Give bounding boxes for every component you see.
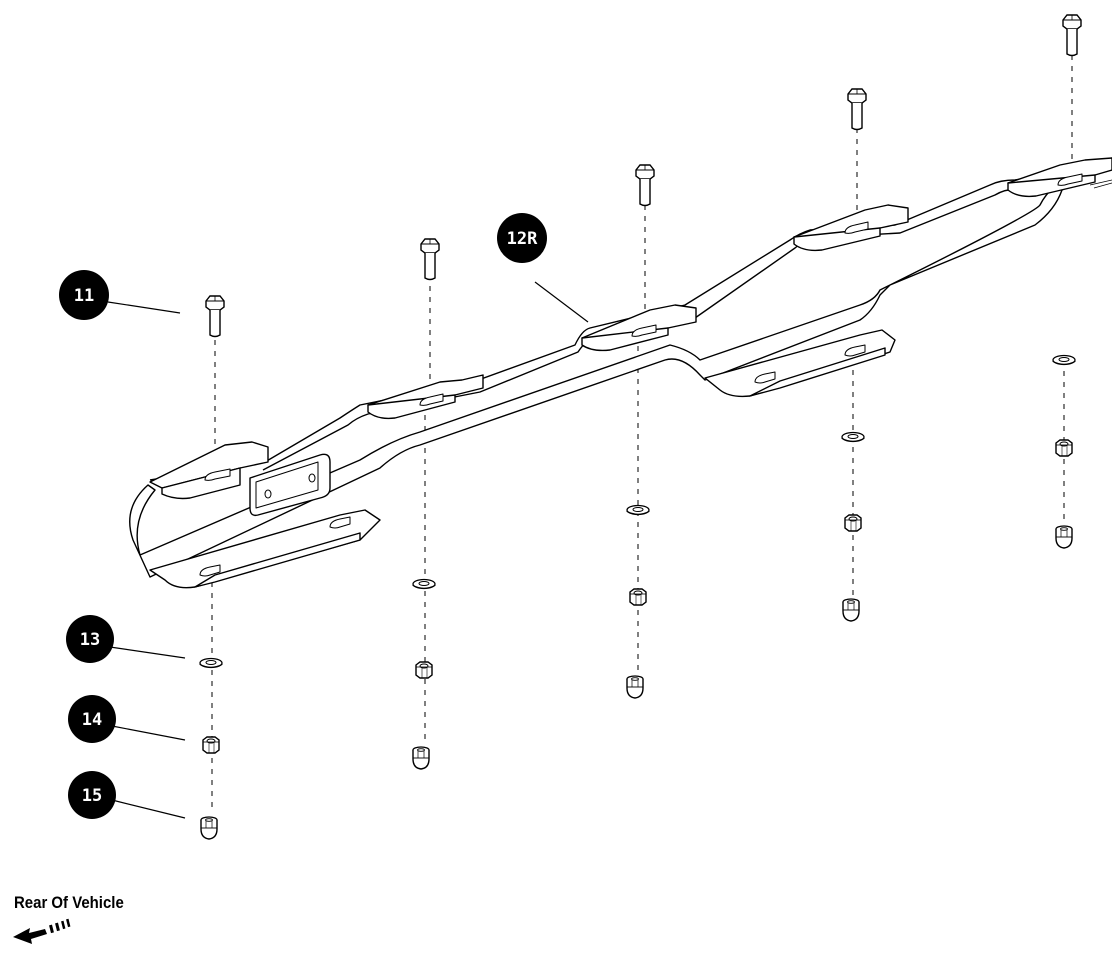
callout-12r: 12R <box>497 213 547 263</box>
washer <box>841 431 865 443</box>
hex-nut <box>202 736 220 754</box>
washer <box>199 657 223 669</box>
callout-11-label: 11 <box>74 286 94 306</box>
bolt <box>205 295 225 338</box>
top-tab <box>581 304 697 352</box>
washer <box>626 504 650 516</box>
side-plate <box>249 453 331 517</box>
rear-direction-arrow-icon <box>13 918 71 944</box>
hex-nut <box>1055 439 1073 457</box>
bolt <box>847 88 867 131</box>
orientation-label: Rear Of Vehicle <box>14 893 124 912</box>
top-tab <box>367 374 484 420</box>
callout-14-label: 14 <box>82 710 102 730</box>
bolt <box>1062 14 1082 57</box>
bolt <box>420 238 440 281</box>
callout-13: 13 <box>66 615 114 663</box>
bottom-flange <box>704 329 896 398</box>
top-tab <box>793 204 909 252</box>
washer <box>1052 354 1076 366</box>
hex-nut <box>844 514 862 532</box>
top-tab <box>1007 157 1112 198</box>
callout-14: 14 <box>68 695 116 743</box>
cap-nut <box>200 816 218 840</box>
mounting-bracket <box>129 157 1112 589</box>
callout-13-label: 13 <box>80 630 100 650</box>
cap-nut <box>626 675 644 699</box>
hex-nut <box>629 588 647 606</box>
bolt <box>635 164 655 207</box>
bottom-flange <box>149 509 381 589</box>
cap-nut <box>412 746 430 770</box>
washer <box>412 578 436 590</box>
top-tab <box>149 441 269 500</box>
callout-12r-label: 12R <box>507 229 538 249</box>
callout-15: 15 <box>68 771 116 819</box>
leader-lines <box>107 281 589 819</box>
callout-15-label: 15 <box>82 786 102 806</box>
hex-nut <box>415 661 433 679</box>
callout-11: 11 <box>59 270 109 320</box>
cap-nut <box>1055 525 1073 549</box>
cap-nut <box>842 598 860 622</box>
